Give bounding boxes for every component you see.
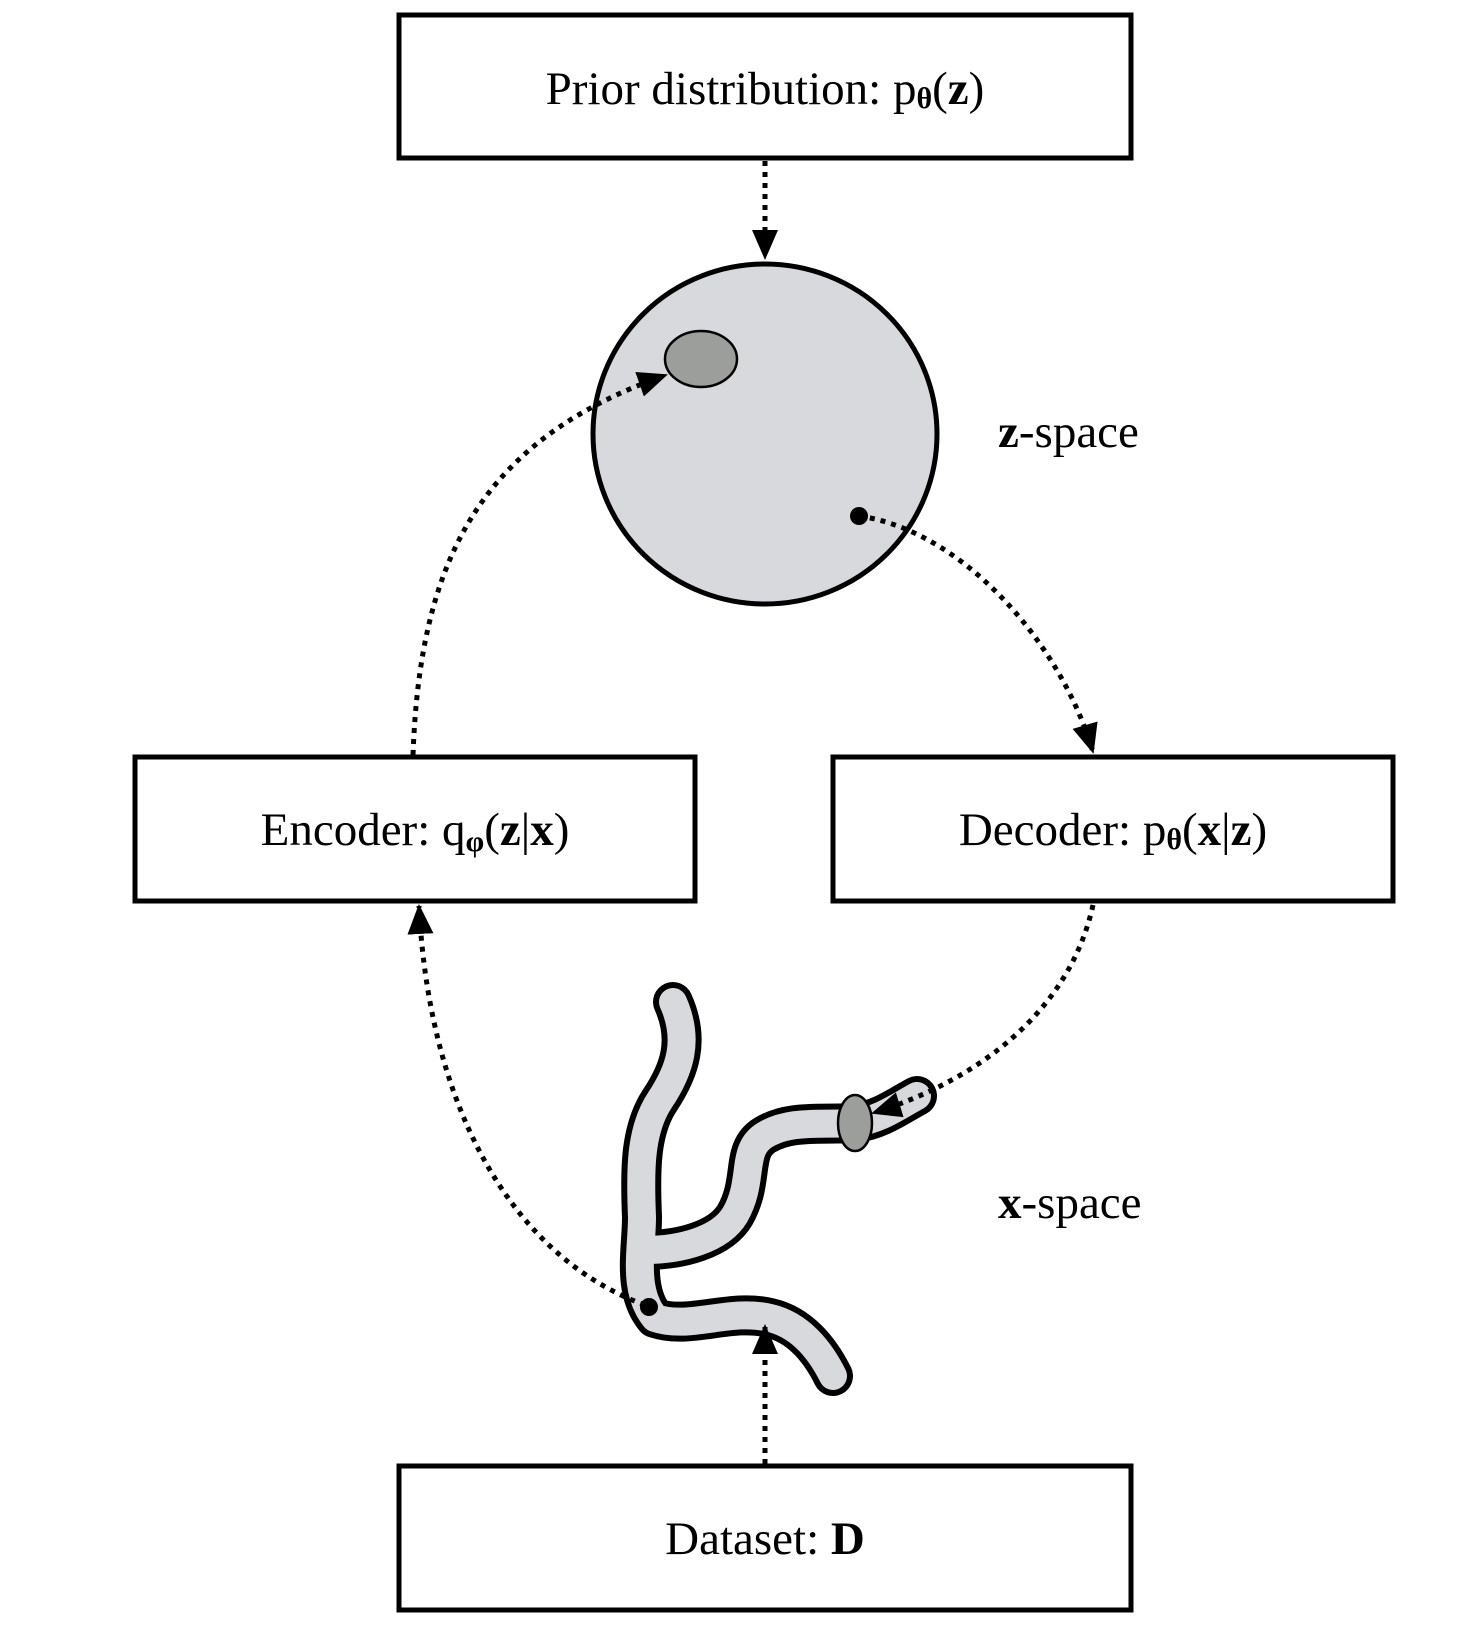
data-sample-point [640,1298,658,1316]
x-space-label: x-space [998,1177,1142,1229]
encoder-box: Encoder: qφ(z|x) [132,754,698,904]
decoder-label: Decoder: pθ(x|z) [959,804,1267,856]
decoder-to-xspace-arrow [871,904,1096,1118]
prior-label: Prior distribution: pθ(z) [546,63,985,115]
decoder-box: Decoder: pθ(x|z) [830,754,1396,904]
z-space-label: z-space [998,406,1139,458]
x-space-manifold [619,982,937,1396]
dataset-label: Dataset: D [665,1513,865,1565]
encoder-label: Encoder: qφ(z|x) [261,804,570,858]
z-space-region [590,261,940,607]
prior-distribution-box: Prior distribution: pθ(z) [396,12,1134,161]
posterior-region-x [836,1093,874,1153]
xspace-to-encoder-arrow [407,904,646,1308]
zspace-to-decoder-arrow [858,513,1098,754]
dataset-box: Dataset: D [396,1463,1134,1613]
posterior-region-z [663,329,739,389]
